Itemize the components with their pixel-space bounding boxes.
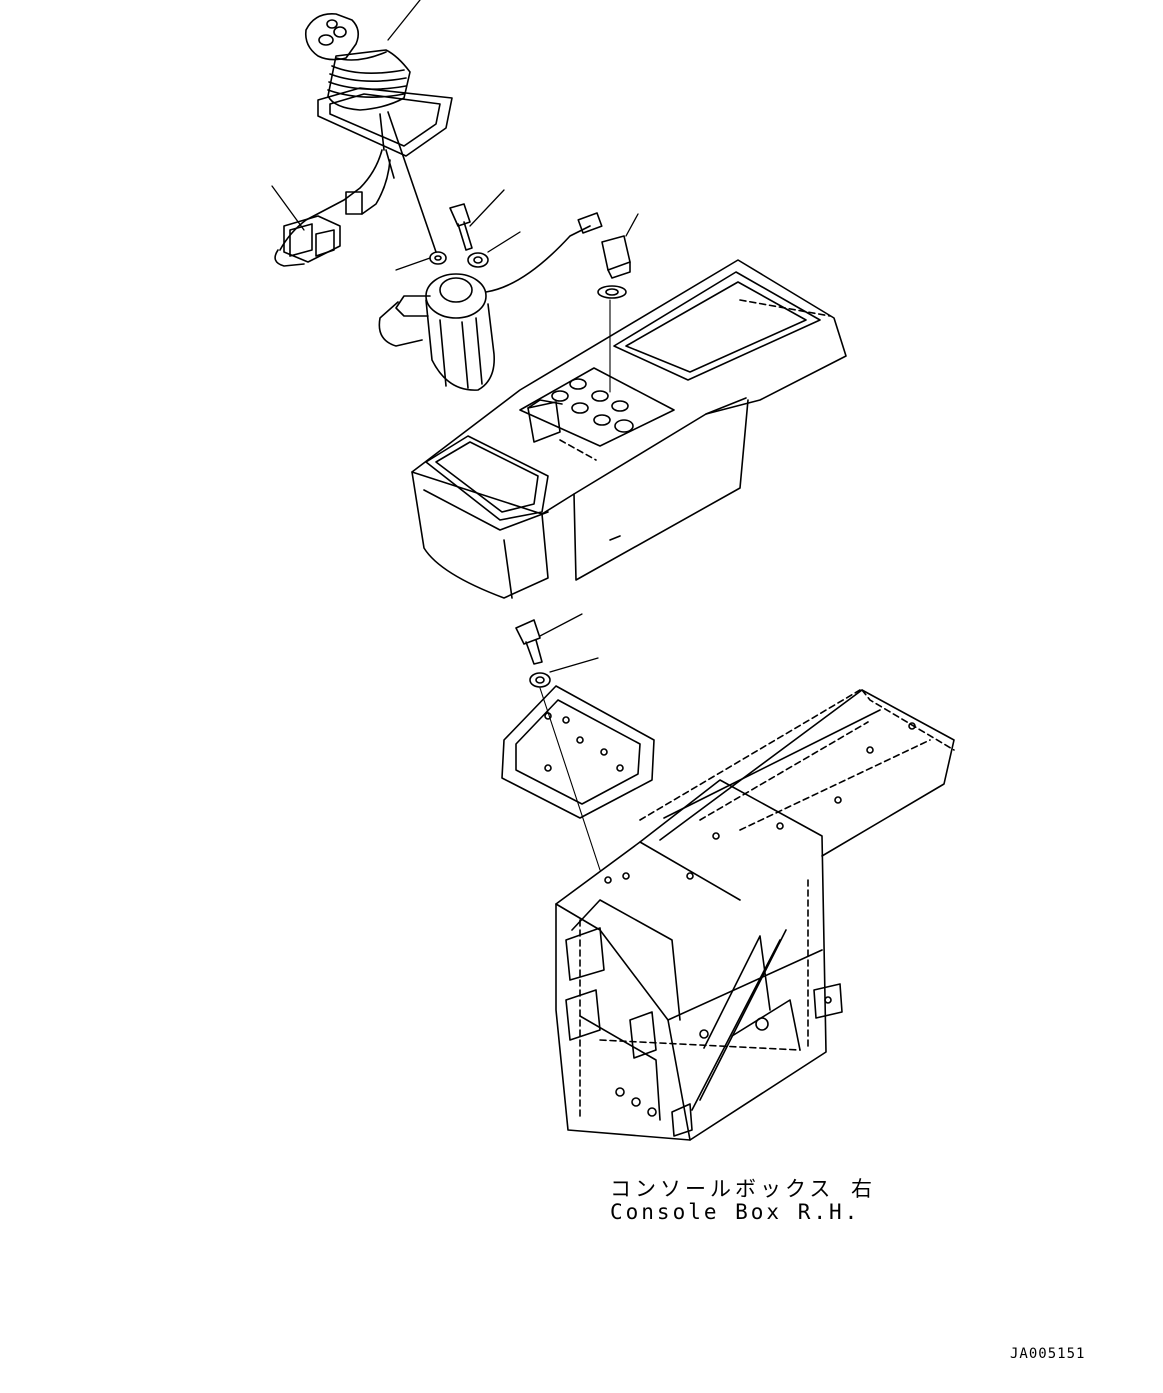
console-box-frame <box>556 690 954 1140</box>
caption-english: Console Box R.H. <box>610 1200 861 1224</box>
caption-japanese: コンソールボックス 右 <box>610 1177 877 1201</box>
document-code: JA005151 <box>1010 1346 1086 1362</box>
console-box-cover <box>412 260 846 598</box>
joystick-lever <box>306 0 452 252</box>
washer-upper <box>468 232 520 267</box>
harness-connector <box>272 150 390 266</box>
nut <box>396 252 446 270</box>
mounting-bracket <box>502 686 654 818</box>
bolt-lower <box>516 614 582 664</box>
bolt-upper <box>450 190 504 250</box>
pilot-valve-body <box>379 213 601 390</box>
washer-lower <box>530 658 600 870</box>
switch-connector <box>598 214 638 392</box>
